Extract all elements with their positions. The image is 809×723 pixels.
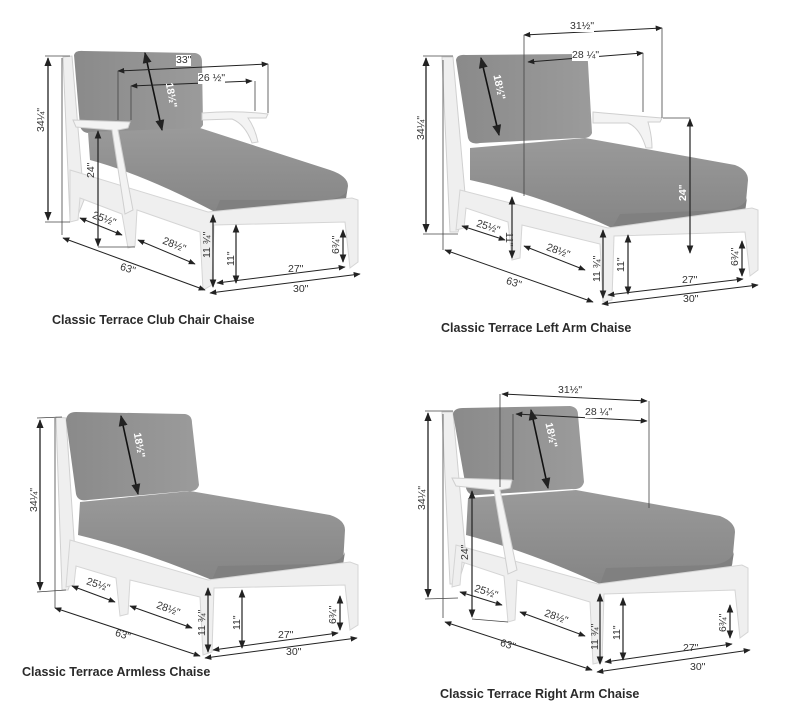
- dim-leg-clearance: 6¾": [717, 613, 729, 632]
- chaise-illustration-left-arm: [422, 25, 759, 307]
- dim-overall-width: 31½": [558, 384, 583, 396]
- dim-front-width: 30": [293, 283, 309, 295]
- dim-front-width: 30": [286, 646, 302, 658]
- dim-frame-height: 11 ¾": [201, 231, 213, 258]
- dim-overall-width: 33": [176, 54, 192, 66]
- caption-left-arm-chaise: Classic Terrace Left Arm Chaise: [441, 321, 632, 335]
- chaise-illustration-right-arm: [424, 391, 751, 674]
- panel-left-arm-chaise: 34¼" 31½" 28 ¼" 18½" 24" 11" 25½" 28½" 6…: [400, 0, 809, 350]
- dim-seat-height: 11": [225, 251, 237, 266]
- dim-frame-height: 11 ¾": [196, 609, 208, 636]
- chaise-illustration-club-chair: [44, 50, 361, 295]
- dim-overall-height: 34¼": [416, 485, 428, 510]
- panel-right-arm-chaise: 34¼" 31½" 28 ¼" 18½" 24" 25½" 28½" 63" 1…: [400, 370, 809, 723]
- dim-seat-height: 11": [611, 625, 623, 640]
- dim-inner-width: 28 ¼": [585, 406, 613, 418]
- dim-leg-clearance: 6¾": [729, 247, 741, 266]
- dim-seat-height: 11": [231, 615, 243, 630]
- dim-overall-height: 34¼": [35, 107, 47, 132]
- dim-overall-height: 34¼": [415, 115, 427, 140]
- dim-under-frame-height: 11": [503, 232, 515, 247]
- dim-inner-front-width: 27": [683, 642, 699, 654]
- dim-seat-height: 11": [615, 257, 627, 272]
- dim-overall-height: 34¼": [28, 487, 40, 512]
- panel-club-chair-chaise: 34¼" 33" 26 ½" 18½" 24" 25½" 28½" 63" 11…: [0, 0, 400, 340]
- dim-arm-height: 24": [459, 544, 471, 560]
- dim-arm-height: 24": [677, 184, 689, 201]
- panel-armless-chaise: 34¼" 18½" 25½" 28½" 63" 11 ¾" 11" 6¾" 27…: [0, 390, 400, 690]
- dim-frame-height: 11 ¾": [589, 623, 601, 650]
- dim-inner-front-width: 27": [278, 629, 294, 641]
- dim-inner-width: 28 ¼": [572, 49, 600, 61]
- dim-overall-width: 31½": [570, 20, 595, 32]
- dim-arm-height: 24": [85, 162, 97, 178]
- dim-frame-height: 11 ¾": [591, 255, 603, 282]
- dim-leg-clearance: 6¾": [327, 605, 339, 624]
- dim-inner-front-width: 27": [682, 274, 698, 286]
- caption-right-arm-chaise: Classic Terrace Right Arm Chaise: [440, 687, 640, 701]
- dim-front-width: 30": [690, 661, 706, 673]
- dim-inner-front-width: 27": [288, 263, 304, 275]
- dim-front-width: 30": [683, 293, 699, 305]
- dim-leg-clearance: 6¾": [330, 235, 342, 254]
- caption-club-chair-chaise: Classic Terrace Club Chair Chaise: [52, 313, 255, 327]
- chaise-illustration-armless: [36, 412, 359, 660]
- caption-armless-chaise: Classic Terrace Armless Chaise: [22, 665, 211, 679]
- dim-inner-width: 26 ½": [198, 72, 226, 84]
